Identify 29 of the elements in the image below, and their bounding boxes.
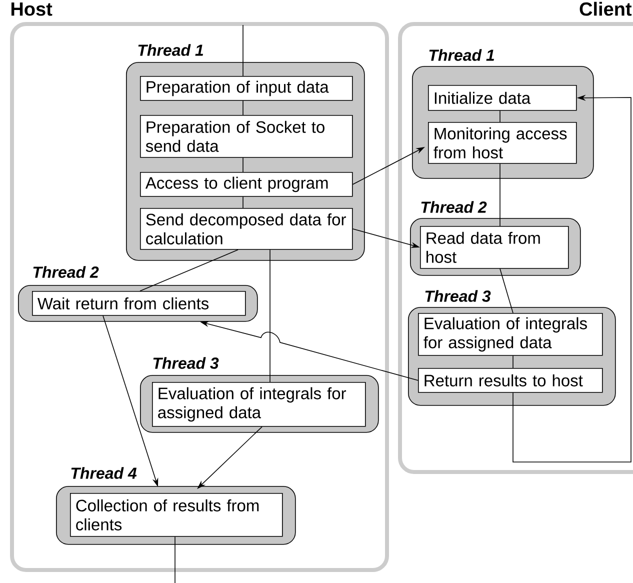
step-box: Wait return from clients — [32, 291, 246, 316]
step-box: Access to client program — [140, 172, 353, 197]
step-box: Evaluation of integrals for assigned data — [152, 382, 366, 427]
connector-line — [500, 268, 514, 314]
step-box: Evaluation of integrals for assigned data — [418, 313, 603, 356]
connector-line — [512, 355, 514, 368]
connector-line — [174, 536, 176, 583]
thread-label: Thread 1 — [138, 44, 203, 56]
connector-line — [242, 100, 244, 116]
panel-heading: Host — [11, 2, 52, 16]
step-box: Preparation of input data — [140, 76, 353, 101]
thread-label: Thread 2 — [33, 266, 99, 278]
connector-line — [140, 249, 238, 292]
thread-label: Thread 3 — [425, 290, 491, 302]
step-box: Return results to host — [418, 368, 603, 393]
step-box: Collection of results from clients — [70, 493, 283, 537]
step-box: Send decomposed data for calculation — [140, 208, 353, 250]
step-box: Initialize data — [428, 85, 577, 111]
thread-label: Thread 1 — [429, 49, 494, 61]
thread-label: Thread 3 — [153, 357, 219, 369]
connector-line — [242, 24, 244, 76]
step-box: Read data from host — [420, 226, 569, 269]
panel-heading: Client — [580, 2, 632, 16]
thread-label: Thread 2 — [421, 201, 487, 213]
thread-label: Thread 4 — [71, 467, 137, 479]
connector-line — [242, 157, 244, 172]
step-box: Preparation of Socket to send data — [140, 115, 353, 158]
step-box: Monitoring access from host — [428, 122, 577, 164]
connector-line — [242, 196, 244, 208]
